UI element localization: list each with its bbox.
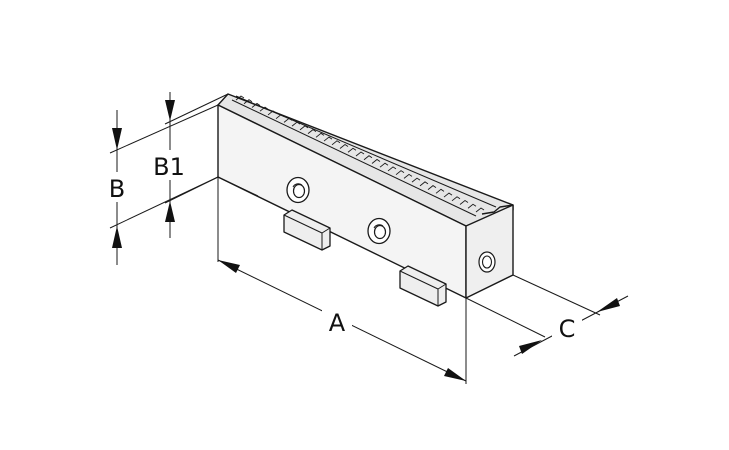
serration-ridge-line <box>231 99 477 217</box>
serration-tooth <box>283 117 293 123</box>
serration-tooth <box>403 173 413 179</box>
dimension-b-arrow-top <box>112 128 122 150</box>
serration-tooth <box>331 140 341 146</box>
serration-tooth <box>387 166 397 172</box>
serration-tooth <box>467 203 477 209</box>
serration-tooth <box>411 177 421 183</box>
serration-tooth <box>299 125 309 131</box>
serration-tooth <box>235 95 245 101</box>
dimension-b1: B1 <box>150 92 229 238</box>
serration-tooth <box>251 102 261 108</box>
serration-tooth <box>291 121 301 127</box>
serration-back-line <box>235 95 497 208</box>
dimension-a-label: A <box>329 309 346 337</box>
tenon-right <box>399 265 447 307</box>
dimension-c-label: C <box>559 315 576 343</box>
serration-tooth <box>419 181 429 187</box>
serration-tooth <box>435 188 445 194</box>
serration-tooth <box>323 136 333 142</box>
serration-tooth <box>475 207 485 213</box>
dimension-a-arrow-right <box>444 368 466 381</box>
serration-tooth <box>339 143 349 149</box>
serration-tooth <box>459 199 469 205</box>
serration-tooth <box>451 196 461 202</box>
tenon-left <box>283 209 331 251</box>
serration-tooth <box>243 99 253 105</box>
dimension-a: A <box>217 177 467 384</box>
dimension-c: C <box>465 274 629 357</box>
dimension-b1-arrow-top <box>165 100 175 121</box>
serration-tooth <box>259 106 269 112</box>
serration-tooth <box>307 129 317 134</box>
jaw-step-line <box>217 176 259 197</box>
mounting-hole-left <box>286 176 310 204</box>
serration-tooth <box>443 192 453 198</box>
serration-tooth <box>379 162 389 168</box>
serration-tooth <box>395 170 405 176</box>
serration-tooth <box>355 151 365 157</box>
mounting-hole-right <box>367 217 391 245</box>
dimension-b-label: B <box>109 175 125 203</box>
serration-tooth <box>347 147 357 153</box>
serration-tooth <box>371 158 381 164</box>
serration-tooth <box>267 110 277 116</box>
serration-tooth <box>363 155 373 161</box>
dimension-b1-arrow-bottom <box>165 201 175 222</box>
dimension-a-arrow-left <box>218 260 240 273</box>
dimension-c-arrow-top <box>597 298 620 312</box>
dimension-b: B <box>104 104 219 265</box>
dimension-c-arrow-bottom <box>519 340 542 354</box>
dimension-b-arrow-bottom <box>112 226 122 248</box>
dimension-b1-label: B1 <box>153 153 185 181</box>
serration-tooth <box>315 132 325 138</box>
serration-tooth <box>275 114 285 120</box>
end-notch <box>481 204 514 215</box>
serration-teeth <box>235 95 485 213</box>
jaw-body <box>217 93 514 299</box>
end-threaded-hole <box>478 251 496 273</box>
serration-tooth <box>427 185 437 190</box>
